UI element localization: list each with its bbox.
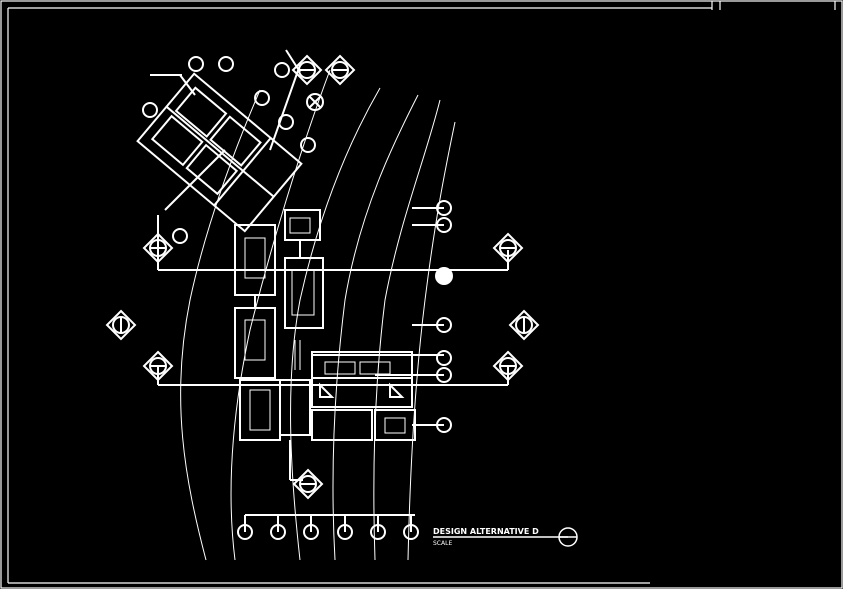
drawing-scale-label: SCALE: [433, 540, 452, 547]
grid-lines: [150, 49, 509, 532]
drawing-title: DESIGN ALTERNATIVE D: [433, 527, 539, 536]
section-markers: [105, 54, 540, 500]
bottom-grid-bubbles: [237, 524, 419, 540]
rotated-building-wing: [136, 72, 303, 233]
drawing-title-block: DESIGN ALTERNATIVE D SCALE: [433, 527, 578, 547]
right-grid-bubbles: [435, 200, 453, 433]
contour-lines: [180, 69, 456, 561]
north-arrow-icon: [558, 527, 578, 547]
interior-details: [244, 217, 406, 434]
wing-grid-bubbles: [142, 56, 316, 244]
main-building-plan: [234, 209, 416, 441]
